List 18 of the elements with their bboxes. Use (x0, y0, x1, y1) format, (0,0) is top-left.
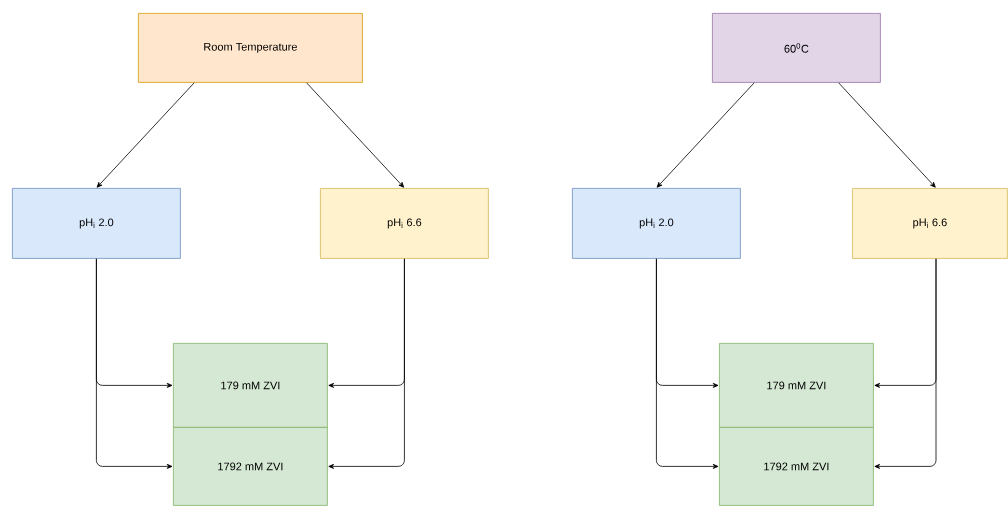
condition-box: pH$_{i}$ 6.6 (320, 188, 489, 259)
arrow (838, 82, 936, 188)
condition-box: pH$_{i}$ 2.0 (12, 188, 181, 259)
arrow (96, 258, 173, 469)
sample-box: 179 mM ZVI (173, 343, 328, 428)
sample-box: 179 mM ZVI (719, 343, 874, 428)
arrow (656, 82, 755, 188)
condition-box: pH$_{i}$ 6.6 (852, 188, 1008, 259)
arrow (96, 82, 195, 188)
sample-box: 1792 mM ZVI (719, 427, 874, 506)
arrow (874, 258, 937, 469)
arrow (656, 258, 719, 469)
arrow (306, 82, 405, 188)
condition-box: Room Temperature (138, 13, 363, 83)
condition-box: 60$^{0}$C (712, 13, 881, 83)
arrow (328, 258, 405, 469)
condition-box: pH$_{i}$ 2.0 (572, 188, 741, 259)
sample-box: 1792 mM ZVI (173, 427, 328, 506)
